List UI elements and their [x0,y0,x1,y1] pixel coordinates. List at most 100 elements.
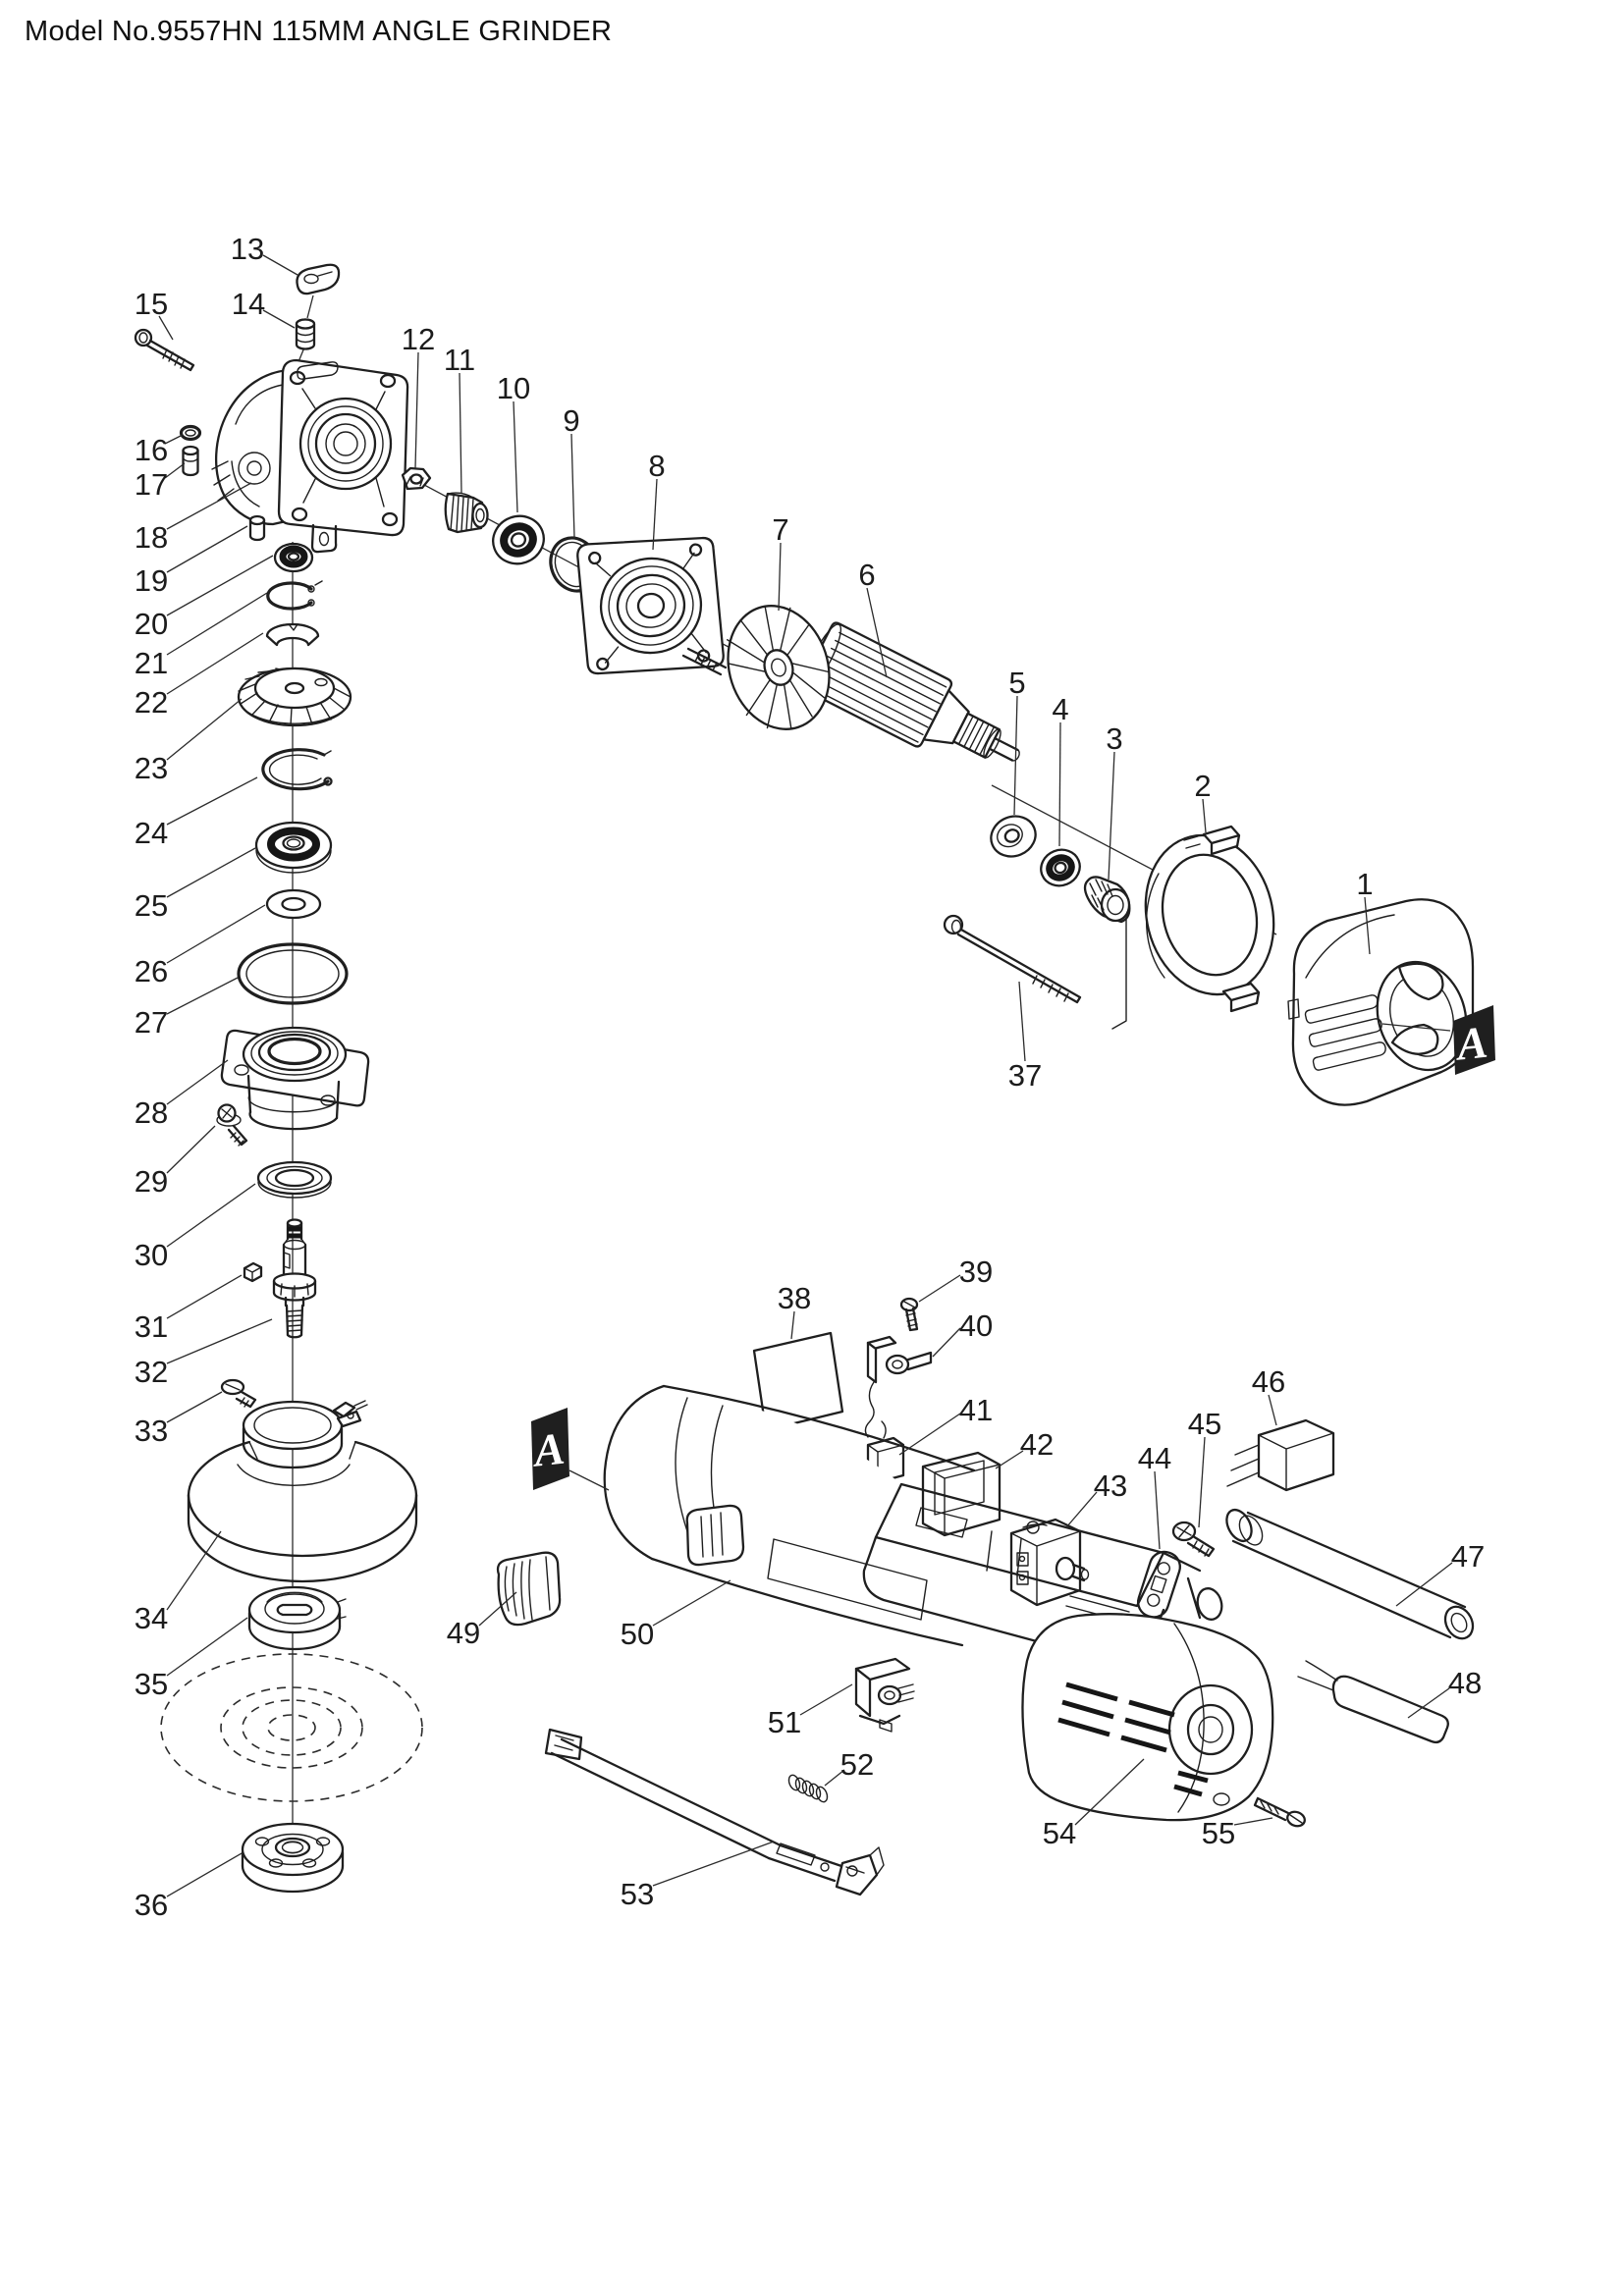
leader-24 [166,776,258,826]
part-55-screw [1253,1796,1306,1828]
part-53-switch-link [544,1728,885,1896]
leader-53 [652,1841,775,1887]
part-23-bevel-gear [237,667,352,727]
part-46-noise-suppressor [1226,1418,1335,1492]
leader-2 [1202,798,1207,833]
part-3-knurled-sleeve [1083,876,1131,924]
gear-housing [211,358,409,554]
part-label-5: 5 [1008,666,1025,700]
part-54-rear-cover [1021,1613,1274,1822]
part-label-32: 32 [135,1355,168,1389]
leader-22 [166,632,264,695]
part-34-wheel-guard [187,1400,418,1583]
part-label-16: 16 [135,433,168,467]
detail-marker-box-1 [531,1408,569,1490]
part-label-8: 8 [648,449,665,483]
part-33-screw [220,1378,257,1409]
part-32-spindle [272,1218,317,1339]
part-38-name-plate [752,1331,844,1432]
part-label-1: 1 [1356,867,1373,901]
part-29-screw [216,1103,248,1147]
marker-leader-1 [568,1469,610,1491]
part-label-54: 54 [1043,1816,1076,1850]
leader-6 [866,587,888,678]
grinding-wheel-dashed [160,1653,423,1802]
leader-39 [918,1274,961,1303]
part-label-27: 27 [135,1005,168,1040]
leader-31 [166,1274,243,1319]
part-5-insulation-washer [990,815,1037,858]
part-20-ball-bearing [273,542,314,573]
leader-32 [166,1318,273,1364]
part-24-retaining-ring [261,748,333,791]
part-1-field-stator [1287,898,1475,1106]
leader-23 [166,698,243,761]
leader-lines [158,254,1453,1897]
leader-28 [166,1059,229,1105]
leader-4 [1058,721,1061,847]
part-14-spring [295,318,316,350]
part-label-53: 53 [621,1877,654,1911]
leader-13 [262,254,298,276]
part-8-bearing-retainer [576,536,728,676]
part-label-10: 10 [497,371,530,405]
part-label-24: 24 [135,816,168,850]
leader-48 [1407,1687,1450,1719]
part-48-cord-guard [1297,1660,1449,1744]
leader-50 [652,1579,731,1627]
part-28-bearing-box [220,1026,370,1131]
part-30-seal-ring [256,1160,333,1199]
leader-52 [824,1769,845,1787]
part-label-6: 6 [858,558,875,592]
part-label-15: 15 [135,287,168,321]
leader-17 [164,462,186,479]
part-label-47: 47 [1451,1539,1485,1574]
part-label-35: 35 [135,1667,168,1701]
leader-34 [166,1530,222,1611]
part-40-brush-holder [864,1335,933,1438]
part-label-48: 48 [1448,1666,1482,1700]
part-label-41: 41 [959,1393,993,1427]
part-49-slide-knob [496,1551,562,1627]
part-47-side-handle [1225,1508,1475,1640]
part-label-50: 50 [621,1617,654,1651]
leader-47 [1395,1562,1453,1607]
part-31-key [243,1261,263,1283]
part-7-fan [727,605,831,730]
part-39-screw [899,1297,919,1332]
part-label-11: 11 [444,343,475,377]
leader-54 [1074,1758,1145,1826]
part-42-brush-cap [921,1451,1001,1537]
leader-27 [166,977,239,1015]
part-44-cord-clamp [1136,1550,1181,1619]
part-label-21: 21 [135,646,168,680]
leader-7 [778,542,782,612]
leader-9 [570,433,575,539]
leader-16 [164,434,184,445]
leader-11 [459,372,462,494]
part-label-7: 7 [772,512,788,547]
part-label-39: 39 [959,1255,993,1289]
part-2-brush-holder-ring [1144,825,1275,1013]
leader-43 [1065,1491,1098,1528]
part-label-25: 25 [135,888,168,923]
part-label-17: 17 [135,467,168,502]
part-label-22: 22 [135,685,168,720]
part-51-switch-plate [854,1657,915,1733]
part-label-12: 12 [402,322,435,356]
leader-45 [1198,1436,1206,1528]
part-label-14: 14 [232,287,265,321]
part-label-9: 9 [563,403,579,438]
part-52-spring [787,1774,829,1803]
leader-38 [790,1310,795,1340]
leader-26 [166,904,266,964]
part-label-2: 2 [1194,769,1211,803]
part-label-28: 28 [135,1095,168,1130]
part-label-30: 30 [135,1238,168,1272]
leader-1 [1364,896,1371,955]
leader-5 [1013,695,1018,816]
leader-19 [166,525,248,573]
detail-marker-letter-0: A [1451,1017,1489,1070]
leader-55 [1233,1817,1273,1826]
